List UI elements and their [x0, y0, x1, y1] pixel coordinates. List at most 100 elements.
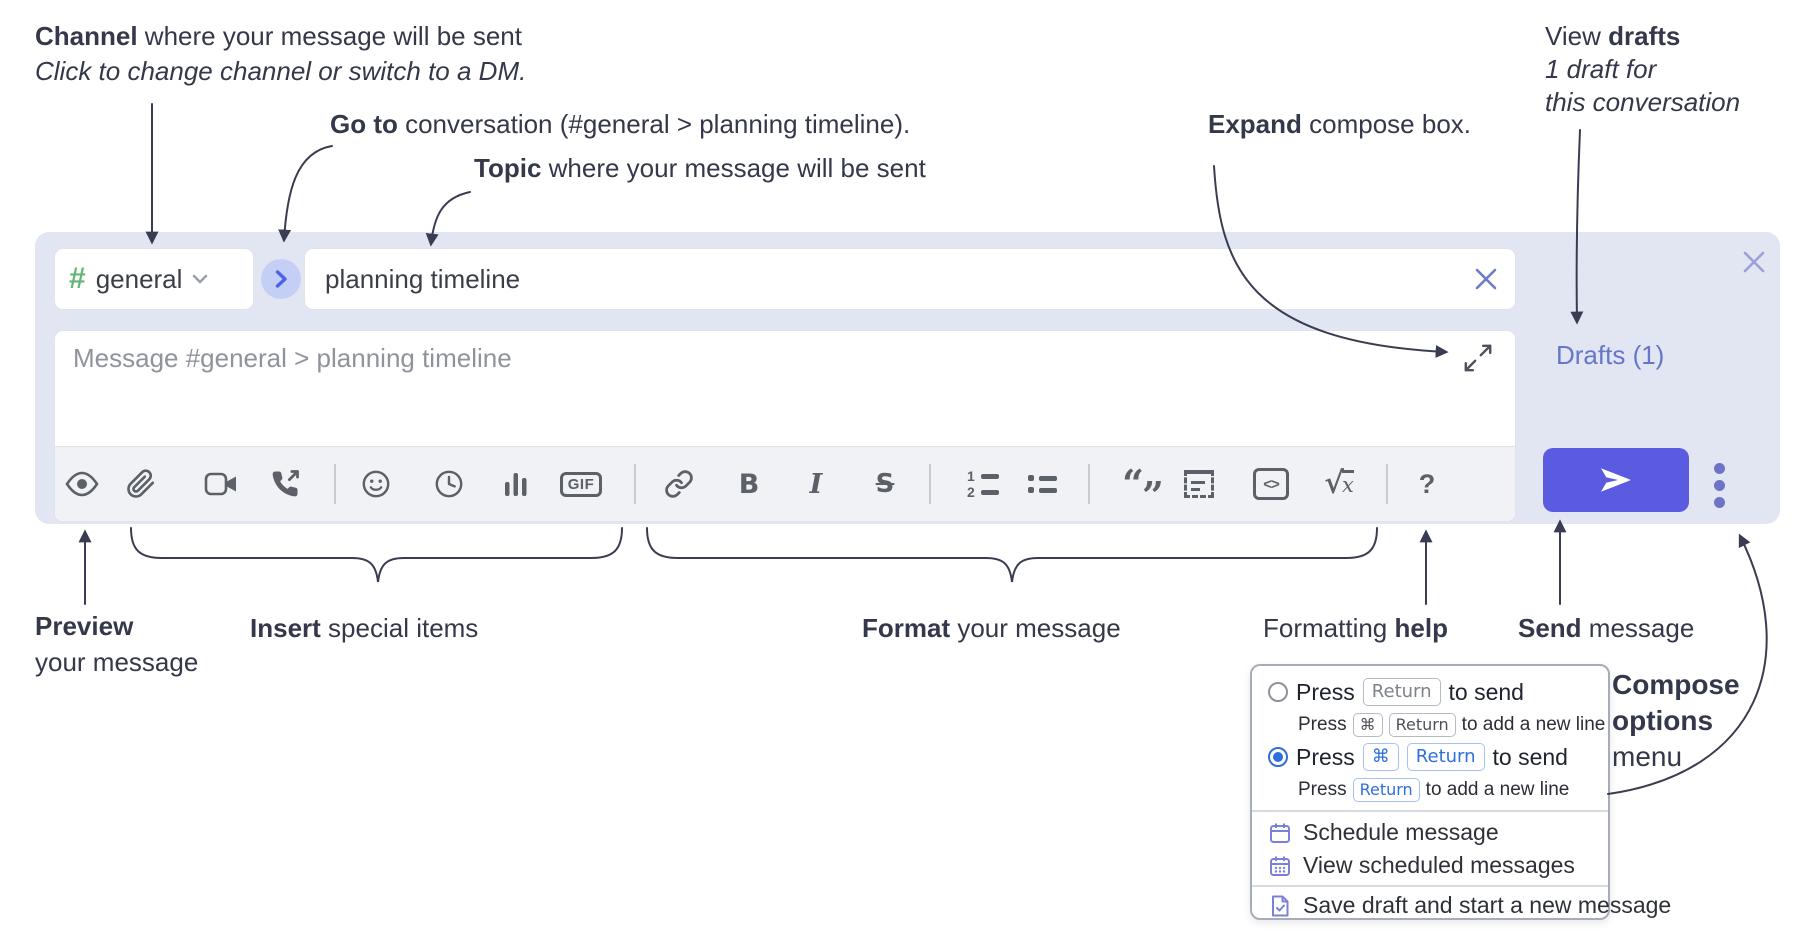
attach-button[interactable] [123, 466, 159, 502]
goto-arrow [278, 145, 333, 243]
send-button[interactable] [1543, 448, 1689, 512]
formatting-help-bold: help [1394, 613, 1448, 643]
format-annotation: Format your message [862, 612, 1121, 645]
kbd-cmd-blue: ⌘ [1362, 743, 1399, 771]
kbd-return-blue-small: Return [1352, 778, 1420, 802]
message-input[interactable] [55, 331, 1515, 447]
view-drafts-pre: View [1545, 21, 1609, 51]
math-button[interactable]: √x [1321, 466, 1357, 502]
ordered-list-button[interactable]: 1 2 [965, 466, 1001, 502]
opt1-sub-press: Press [1298, 714, 1347, 735]
send-option-cmd-enter[interactable]: Press ⌘ Return to send [1268, 743, 1568, 771]
radio-selected-icon[interactable] [1268, 747, 1288, 767]
latex-math-icon: √x [1324, 466, 1354, 501]
phone-call-icon [272, 470, 299, 497]
code-button[interactable]: <> [1253, 466, 1289, 502]
opt2-sub-suffix: to add a new line [1425, 779, 1570, 800]
smiley-icon [362, 470, 390, 498]
compose-options-annotation-line2: options [1612, 705, 1714, 736]
chevron-right-icon [275, 270, 287, 288]
expand-compose-icon[interactable] [1463, 343, 1493, 373]
voice-call-button[interactable] [267, 466, 303, 502]
expand-annotation-rest: compose box. [1301, 109, 1472, 139]
send-option-enter[interactable]: Press Return to send [1268, 678, 1524, 706]
quote-icon: “” [1122, 465, 1166, 515]
clock-icon [435, 470, 463, 498]
topic-input[interactable] [304, 248, 1516, 310]
emoji-button[interactable] [358, 466, 394, 502]
topic-annotation-bold: Topic [474, 153, 542, 183]
opt1-suffix: to send [1448, 678, 1524, 705]
toolbar-divider [334, 464, 336, 504]
gif-button[interactable]: GIF [559, 466, 603, 502]
spoiler-button[interactable] [1181, 466, 1217, 502]
compose-options-menu-button[interactable] [1712, 461, 1727, 510]
toolbar-divider [1088, 464, 1090, 504]
save-draft-item[interactable]: Save draft and start a new message [1268, 892, 1671, 919]
opt2-press: Press [1296, 743, 1355, 770]
toolbar-divider [929, 464, 931, 504]
schedule-message-item[interactable]: Schedule message [1268, 819, 1499, 846]
format-annotation-rest: your message [950, 613, 1121, 643]
video-camera-icon [204, 472, 236, 496]
save-draft-label: Save draft and start a new message [1303, 892, 1672, 918]
link-icon [665, 470, 693, 498]
video-call-button[interactable] [203, 466, 239, 502]
link-button[interactable] [661, 466, 697, 502]
channel-name: general [95, 263, 183, 294]
bulleted-list-icon [1027, 475, 1057, 493]
italic-button[interactable]: I [798, 466, 834, 502]
view-drafts-line2: 1 draft for [1545, 54, 1657, 84]
send-annotation-rest: message [1581, 613, 1695, 643]
gif-icon: GIF [559, 471, 603, 497]
strikethrough-button[interactable]: S [867, 466, 903, 502]
math-radical: √ [1324, 466, 1344, 501]
kbd-cmd: ⌘ [1352, 713, 1383, 737]
send-annotation: Send message [1518, 612, 1694, 645]
goto-annotation-rest: conversation (#general > planning timeli… [397, 109, 911, 139]
topic-clear-icon[interactable] [1472, 265, 1500, 293]
view-scheduled-label: View scheduled messages [1303, 852, 1575, 878]
bold-button[interactable]: B [731, 466, 767, 502]
radio-unselected-icon[interactable] [1268, 682, 1288, 702]
kbd-return: Return [1388, 713, 1456, 737]
opt2-sub-press: Press [1298, 779, 1347, 800]
topic-annotation: Topic where your message will be sent [474, 152, 926, 185]
quote-button[interactable]: “” [1122, 465, 1164, 515]
send-annotation-bold: Send [1518, 613, 1582, 643]
paperclip-icon [127, 469, 155, 498]
format-annotation-bold: Format [862, 613, 951, 643]
goto-annotation-bold: Go to [330, 109, 398, 139]
math-x: x [1341, 470, 1354, 496]
view-drafts-annotation: View drafts [1545, 20, 1680, 53]
bulleted-list-button[interactable] [1024, 466, 1060, 502]
compose-box: # general [35, 232, 1780, 524]
spoiler-icon [1184, 470, 1214, 498]
view-drafts-line3: this conversation [1545, 87, 1741, 117]
kbd-return: Return [1362, 678, 1441, 706]
opt1-press: Press [1296, 678, 1355, 705]
insert-annotation-bold: Insert [250, 613, 321, 643]
ol-number-2: 2 [967, 484, 975, 500]
opt2-suffix: to send [1492, 743, 1568, 770]
poll-button[interactable] [498, 466, 534, 502]
channel-annotation-bold: Channel [35, 21, 138, 51]
view-scheduled-messages-item[interactable]: View scheduled messages [1268, 852, 1575, 879]
formatting-help-annotation: Formatting help [1263, 612, 1448, 645]
formatting-help-button[interactable]: ? [1409, 466, 1445, 502]
drafts-link[interactable]: Drafts (1) [1556, 340, 1665, 370]
send-option-cmd-enter-sub: Press Return to add a new line [1298, 778, 1569, 802]
code-icon: <> [1253, 468, 1289, 500]
time-button[interactable] [431, 466, 467, 502]
calendar-icon [1270, 823, 1290, 843]
formatting-help-pre: Formatting [1263, 613, 1395, 643]
preview-annotation-line2: your message [35, 647, 199, 677]
insert-annotation: Insert special items [250, 612, 478, 645]
kbd-return-blue: Return [1406, 743, 1485, 771]
compose-close-icon[interactable] [1738, 246, 1770, 278]
channel-picker[interactable]: # general [54, 248, 254, 310]
expand-annotation-bold: Expand [1208, 109, 1302, 139]
preview-button[interactable] [64, 466, 100, 502]
popup-divider [1252, 885, 1608, 887]
goto-conversation-button[interactable] [261, 259, 301, 299]
